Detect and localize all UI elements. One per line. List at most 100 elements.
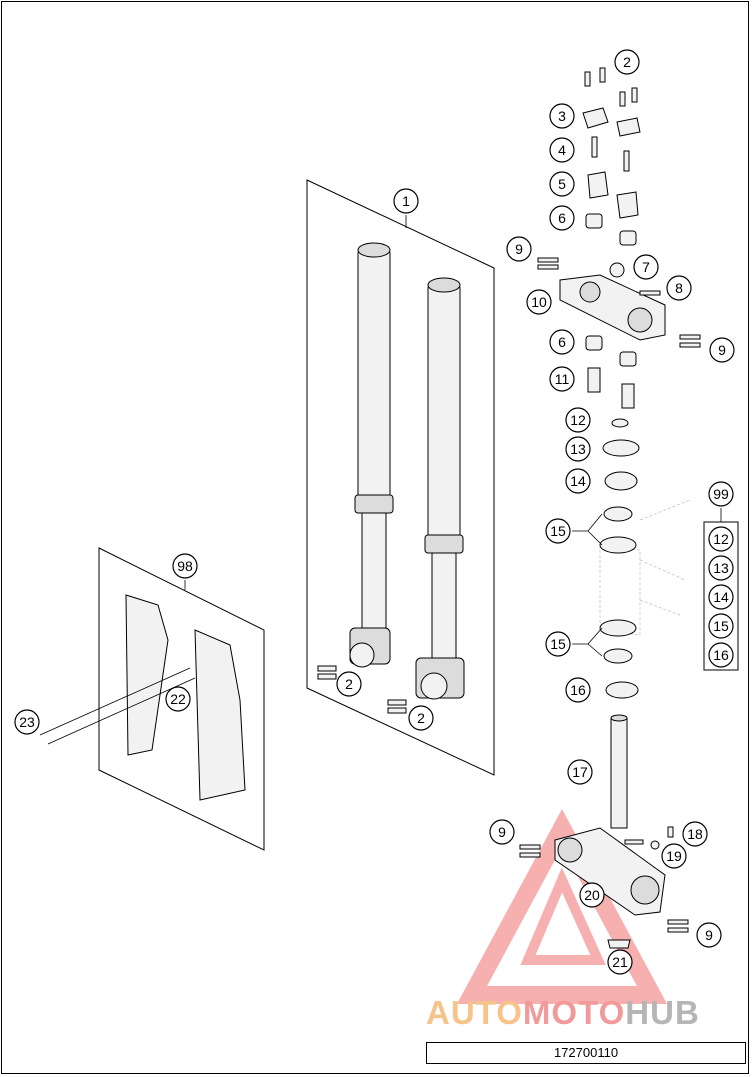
kit-99-item-13-circle xyxy=(708,555,734,581)
protector-screw-axis xyxy=(39,667,191,736)
callout-c15a-number: 15 xyxy=(550,523,566,539)
callout-c9a-number: 9 xyxy=(515,241,523,257)
kit-99-item-15-number: 15 xyxy=(713,618,729,634)
callout-c15b-circle xyxy=(545,631,571,657)
fork-bolts xyxy=(317,665,407,714)
callout-c9c-number: 9 xyxy=(498,824,506,840)
callout-c9b-circle xyxy=(709,337,735,363)
callout-c8-circle xyxy=(666,275,692,301)
callout-c1: 1 xyxy=(393,188,419,214)
callout-c2c-circle xyxy=(408,705,434,731)
callout-c18-circle xyxy=(682,821,708,847)
callout-c4: 4 xyxy=(549,137,575,163)
callout-c9c: 9 xyxy=(489,819,515,845)
callout-c11-number: 11 xyxy=(555,371,570,387)
kit-99-item-14-circle xyxy=(708,584,734,610)
callout-c9d: 9 xyxy=(696,922,722,948)
steering-bearing-set xyxy=(602,418,640,699)
kit-99-item-13: 13 xyxy=(708,555,734,581)
callout-c6b-circle xyxy=(549,329,575,355)
callout-c2b-circle xyxy=(336,671,362,697)
callout-c98: 98 xyxy=(172,553,198,579)
callout-c10: 10 xyxy=(526,289,552,315)
callout-c4-circle xyxy=(549,137,575,163)
callout-c4-number: 4 xyxy=(558,142,566,158)
callout-c12-circle xyxy=(565,407,591,433)
callout-c19-circle xyxy=(661,843,687,869)
lower-triple-clamp xyxy=(519,826,689,949)
callout-c23-circle xyxy=(14,709,40,735)
clamp-bushings xyxy=(585,335,637,409)
watermark-part-2: MOTO xyxy=(522,994,626,1031)
fork-leg-left xyxy=(349,242,394,668)
callout-c5: 5 xyxy=(549,171,575,197)
callout-c2a-number: 2 xyxy=(623,54,631,70)
callout-c6a-circle xyxy=(549,205,575,231)
callout-c5-circle xyxy=(549,171,575,197)
handlebar-clamp-parts xyxy=(582,67,641,246)
callout-c2a-circle xyxy=(614,49,640,75)
watermark-logo: AUTOMOTOHUB xyxy=(426,994,746,1034)
callout-c19: 19 xyxy=(661,843,687,869)
callout-c9c-circle xyxy=(489,819,515,845)
callout-c2c-number: 2 xyxy=(417,710,425,726)
callout-c3-number: 3 xyxy=(558,108,566,124)
callout-c20-circle xyxy=(579,882,605,908)
fork-assembly-panel xyxy=(306,179,495,776)
callout-c22: 22 xyxy=(165,686,191,712)
callout-c21-number: 21 xyxy=(612,954,628,970)
callout-c15a: 15 xyxy=(545,518,571,544)
fork-leg-right xyxy=(415,277,465,700)
kit-99-item-12: 12 xyxy=(708,526,734,552)
callout-c98-number: 98 xyxy=(177,558,193,574)
callout-c14: 14 xyxy=(565,468,591,494)
callout-c12: 12 xyxy=(565,407,591,433)
callout-c17-circle xyxy=(567,759,593,785)
callout-c10-number: 10 xyxy=(531,294,547,310)
callout-c5-number: 5 xyxy=(558,176,566,192)
callout-c18: 18 xyxy=(682,821,708,847)
callout-c9d-number: 9 xyxy=(705,927,713,943)
kit-99-item-14: 14 xyxy=(708,584,734,610)
callout-c3-circle xyxy=(549,103,575,129)
callout-c6b-number: 6 xyxy=(558,334,566,350)
kit-99-item-15: 15 xyxy=(708,613,734,639)
callout-c16-number: 16 xyxy=(570,682,586,698)
callout-c2b-number: 2 xyxy=(345,676,353,692)
callout-c22-number: 22 xyxy=(170,691,186,707)
callout-c11-circle xyxy=(549,366,575,392)
callout-c20-number: 20 xyxy=(584,887,600,903)
callout-c12-number: 12 xyxy=(570,412,586,428)
callout-c2b: 2 xyxy=(336,671,362,697)
upper-triple-clamp xyxy=(537,257,701,348)
callout-c7: 7 xyxy=(633,254,659,280)
watermark-part-3: HUB xyxy=(625,994,700,1031)
callout-c2c: 2 xyxy=(408,705,434,731)
callout-c8-number: 8 xyxy=(675,280,683,296)
callout-c21-circle xyxy=(607,949,633,975)
kit-99-item-16-number: 16 xyxy=(713,647,729,663)
callout-c13: 13 xyxy=(565,436,591,462)
callout-c14-circle xyxy=(565,468,591,494)
callout-c23-number: 23 xyxy=(19,714,35,730)
callout-c99-circle xyxy=(708,481,734,507)
callout-c7-circle xyxy=(633,254,659,280)
watermark-triangle xyxy=(456,809,668,1004)
callout-c98-circle xyxy=(172,553,198,579)
kit-99-item-12-circle xyxy=(708,526,734,552)
kit-99-item-15-circle xyxy=(708,613,734,639)
callout-c20: 20 xyxy=(579,882,605,908)
callout-c6b: 6 xyxy=(549,329,575,355)
drawing-number: 172700110 xyxy=(426,1042,746,1064)
callout-c11: 11 xyxy=(549,366,575,392)
fork-protector-right xyxy=(194,629,246,801)
callout-c99-number: 99 xyxy=(713,486,729,502)
callout-c7-number: 7 xyxy=(642,259,650,275)
kit-99-item-14-number: 14 xyxy=(713,589,729,605)
callout-c9a-circle xyxy=(506,236,532,262)
leader-lines xyxy=(184,215,722,657)
kit-99-item-16-circle xyxy=(708,642,734,668)
callout-c9b: 9 xyxy=(709,337,735,363)
callout-group: 1222345667899991011121314151516171819202… xyxy=(14,49,735,975)
